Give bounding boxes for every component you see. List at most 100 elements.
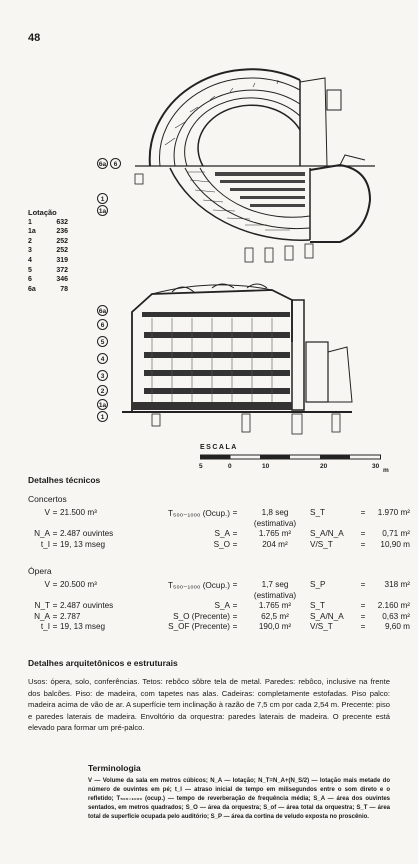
tech-cell: = xyxy=(52,529,58,539)
plan-marker-6: 6 xyxy=(110,158,121,169)
tech-cell: = xyxy=(360,611,366,621)
tech-cell: (estimativa) xyxy=(253,518,297,528)
tech-cell: N_A xyxy=(34,529,50,539)
tech-cell xyxy=(50,519,60,530)
lotacao-title: Lotação xyxy=(28,208,57,217)
tech-cell: t_I xyxy=(40,539,50,549)
scale-unit: m xyxy=(383,467,389,474)
tech-cell: S_A xyxy=(214,529,230,539)
tech-cell xyxy=(50,591,60,602)
section-marker-1: 1 xyxy=(97,411,108,422)
tech-cell: = xyxy=(232,601,238,611)
tech-cell xyxy=(310,519,358,530)
tech-cell xyxy=(358,519,368,530)
tech-cell: 9,60 m xyxy=(384,622,410,632)
tech-cell xyxy=(230,591,240,602)
tech-cell xyxy=(310,591,358,602)
section-marker-5: 5 xyxy=(97,336,108,347)
tech-row: (estimativa) xyxy=(28,519,410,530)
tech-cell: S_A xyxy=(214,601,230,611)
tech-cell: = xyxy=(232,508,238,517)
tech-cell xyxy=(368,519,410,530)
scale-title: ESCALA xyxy=(200,444,238,451)
section-marker-6a: 6a xyxy=(97,305,108,316)
tech-cell: = xyxy=(360,622,366,632)
tech-cell: V/S_T xyxy=(310,622,333,632)
tech-cell: (estimativa) xyxy=(253,590,297,600)
tech-cell: 0,63 m² xyxy=(382,611,410,621)
section-marker-3: 3 xyxy=(97,370,108,381)
plan-marker-1a: 1a xyxy=(97,205,108,216)
tech-cell: = xyxy=(232,622,238,632)
tech-cell: 1.765 m² xyxy=(258,601,292,611)
tech-cell: = xyxy=(52,622,58,632)
tech-cell: N_T xyxy=(34,601,50,611)
tech-cell xyxy=(60,519,140,530)
tech-title: Detalhes técnicos xyxy=(28,475,101,485)
tech-cell: T₅₀₀₋₁₀₀₀ (Ocup.) xyxy=(168,581,230,590)
page-number: 48 xyxy=(28,32,41,44)
tech-cell: = xyxy=(52,611,58,621)
tech-cell: S_P xyxy=(310,580,326,589)
tech-cell: T₅₀₀₋₁₀₀₀ (Ocup.) xyxy=(168,509,230,518)
tech-cell: S_OF (Precente) xyxy=(168,622,230,632)
tech-cell: 21.500 m³ xyxy=(60,508,97,517)
tech-cell: 19, 13 mseg xyxy=(60,539,106,549)
tech-cell xyxy=(140,519,230,530)
tech-cell: 190,0 m² xyxy=(258,622,292,632)
tech-cell xyxy=(28,519,50,530)
section-marker-2: 2 xyxy=(97,385,108,396)
tech-cell: = xyxy=(232,539,238,549)
tech-cell xyxy=(230,519,240,530)
section-drawing xyxy=(122,283,353,435)
scale-tick: 0 xyxy=(228,463,232,470)
tech-cell xyxy=(358,591,368,602)
opera-title: Ópera xyxy=(28,566,52,576)
scale-tick: 5 xyxy=(199,463,203,470)
tech-cell: S_T xyxy=(310,508,326,517)
tech-cell: = xyxy=(52,601,58,611)
tech-cell: = xyxy=(52,539,58,549)
arch-paragraph: Usos: ópera, solo, conferências. Tetos: … xyxy=(28,677,390,733)
plan-marker-6a: 6a xyxy=(97,158,108,169)
plan-marker-1: 1 xyxy=(97,193,108,204)
tech-cell: V xyxy=(44,580,50,589)
tech-cell: V/S_T xyxy=(310,539,333,549)
tech-cell: 1.970 m² xyxy=(377,508,410,517)
scale-bar xyxy=(200,454,381,460)
tech-cell: 10,90 m xyxy=(380,539,410,549)
section-marker-6: 6 xyxy=(97,319,108,330)
tech-cell: = xyxy=(360,539,366,549)
terminology-text: V — Volume da sala em metros cúbicos; N_… xyxy=(88,778,390,820)
tech-cell: S_T xyxy=(310,601,326,611)
tech-cell: 19, 13 mseg xyxy=(60,622,106,632)
tech-cell: 318 m² xyxy=(384,580,410,589)
tech-cell: t_I xyxy=(40,622,50,632)
tech-cell: 204 m² xyxy=(262,539,288,549)
tech-cell: 1.765 m² xyxy=(258,529,292,539)
section-marker-4: 4 xyxy=(97,353,108,364)
tech-cell: S_A/N_A xyxy=(310,611,344,621)
scale-tick: 10 xyxy=(262,463,270,470)
tech-cell: 2.487 ouvintes xyxy=(60,601,114,611)
tech-cell: S_O xyxy=(213,539,230,549)
tech-cell: = xyxy=(360,508,366,517)
concertos-title: Concertos xyxy=(28,494,67,504)
tech-cell: = xyxy=(52,508,58,517)
tech-cell: = xyxy=(232,580,238,589)
tech-cell xyxy=(60,591,140,602)
arch-title: Detalhes arquitetônicos e estruturais xyxy=(28,658,178,668)
